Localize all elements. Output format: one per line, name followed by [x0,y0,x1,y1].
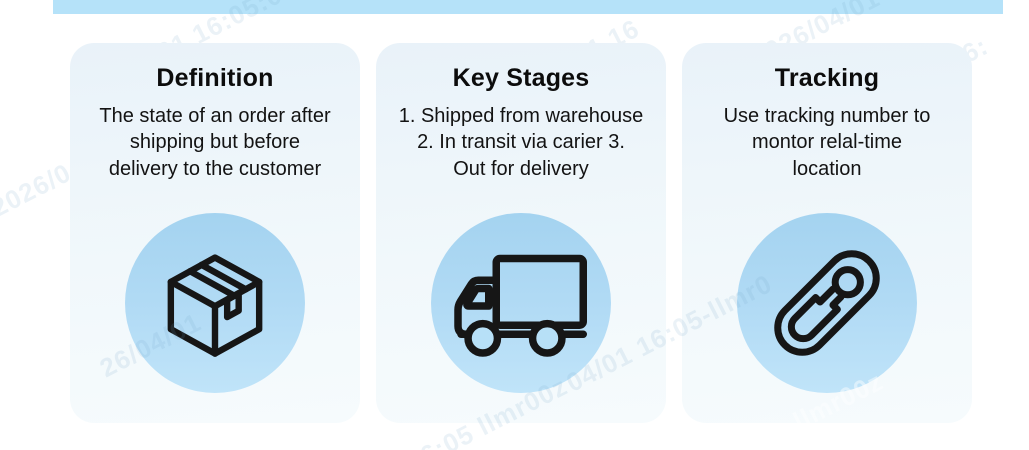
card-title: Key Stages [452,64,590,92]
card-title: Tracking [774,64,880,92]
card-key-stages: Key Stages 1. Shipped from warehouse 2. … [376,43,666,423]
card-body-text: The state of an order after shipping but… [99,104,331,180]
card-tracking: Tracking Use tracking number to montor r… [682,43,972,423]
icon-circle [737,213,917,393]
icon-circle [431,213,611,393]
card-body-text: 1. Shipped from warehouse 2. In transit … [398,104,644,180]
delivery-truck-icon [454,254,587,357]
card-body-text: Use tracking number to montor relal-time… [723,104,931,180]
safety-pin-icon [774,250,880,356]
card-title: Definition [156,64,274,92]
top-accent-bar [53,0,1003,14]
cards-row: Definition The state of an order after s… [70,43,972,423]
card-definition: Definition The state of an order after s… [70,43,360,423]
icon-circle [125,213,305,393]
package-box-icon [167,254,263,357]
